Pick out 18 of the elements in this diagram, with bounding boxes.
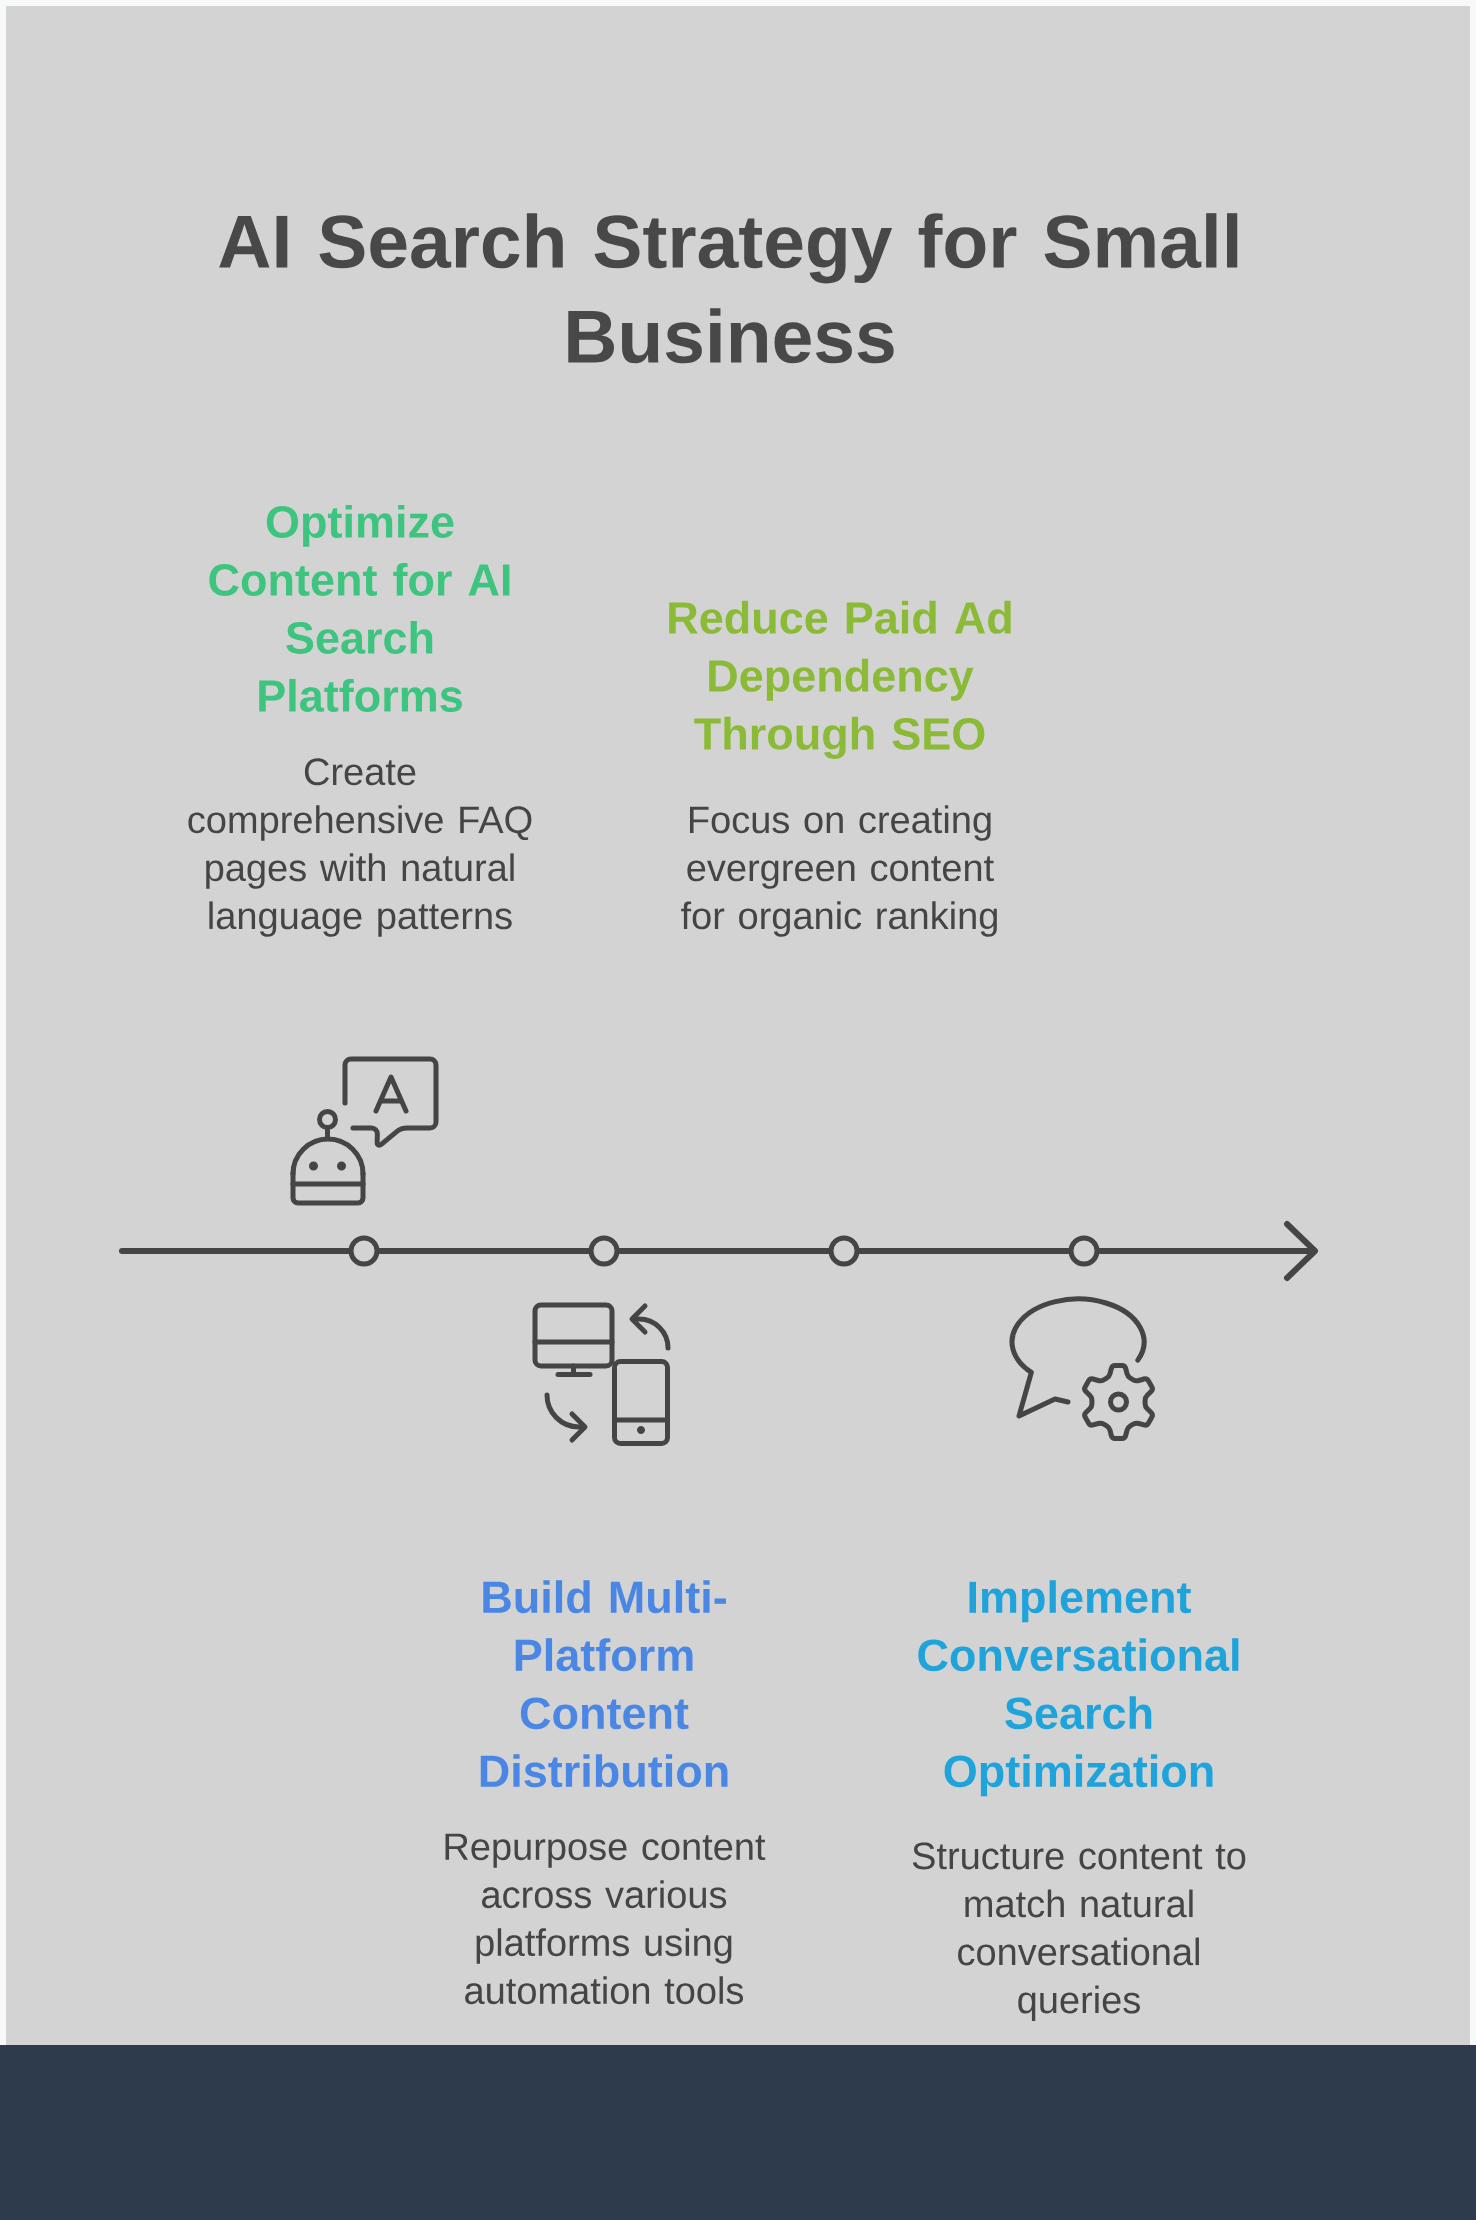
milestone-heading: Optimize Content for AI Search Platforms [209, 504, 510, 712]
timeline-arrow [1096, 1221, 1318, 1281]
timeline-line [119, 1248, 352, 1254]
milestone-description: Create comprehensive FAQ pages with natural language patterns [188, 758, 532, 937]
timeline-line [376, 1248, 592, 1254]
timeline-line [856, 1248, 1072, 1254]
diagram-title: AI Search Strategy for Small Business [219, 213, 1238, 364]
timeline-dot [1068, 1235, 1100, 1267]
timeline-dot [588, 1235, 620, 1267]
milestone-description: Focus on creating evergreen content for organic ranking [681, 805, 997, 937]
timeline-dot [348, 1235, 380, 1267]
timeline-dot [828, 1235, 860, 1267]
milestone-heading: Implement Conversational Search Optimization [918, 1580, 1239, 1797]
milestone-heading: Reduce Paid Ad Dependency Through SEO [669, 600, 1011, 759]
timeline-line [616, 1248, 832, 1254]
milestone-description: Structure content to match natural conversational queries [912, 1842, 1246, 2021]
milestone-description: Repurpose content across various platforms using automation tools [445, 1833, 766, 2005]
milestone-heading: Build Multi-Platform Content Distribution [480, 1580, 728, 1788]
